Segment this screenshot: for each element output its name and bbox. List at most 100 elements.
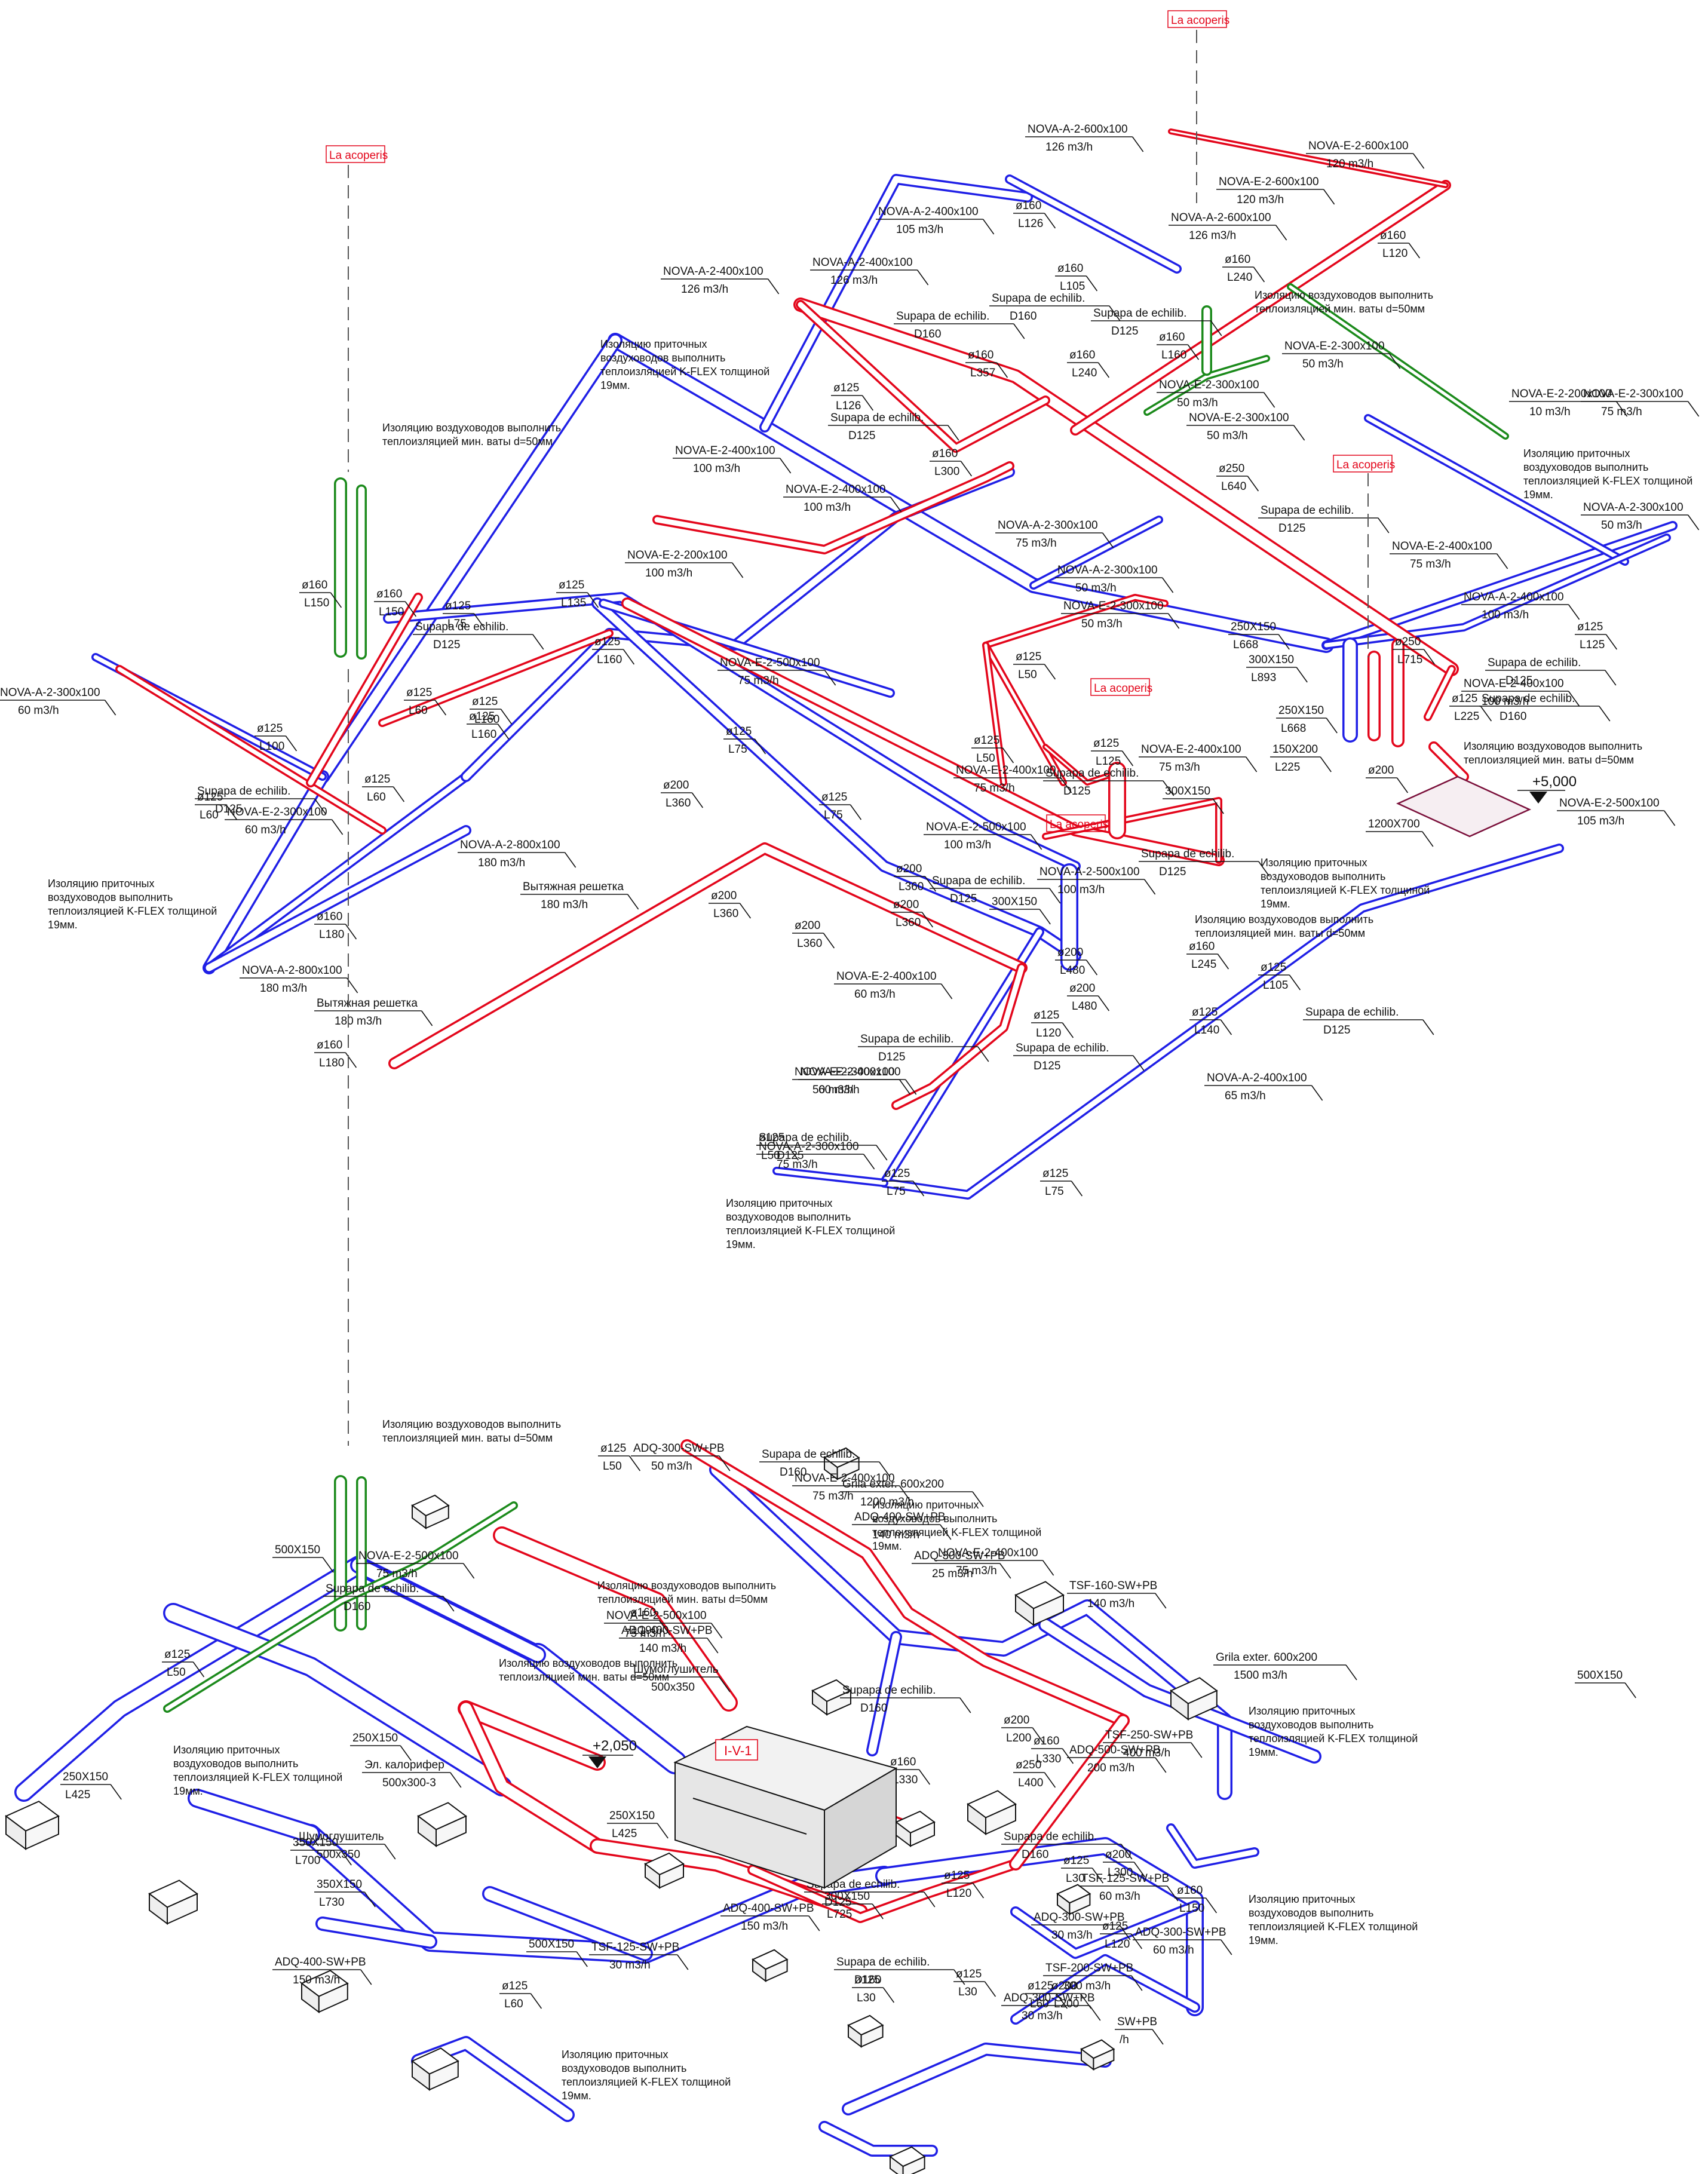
elevation-mark: +2,050: [582, 1738, 637, 1768]
label-subtitle: L30: [1066, 1872, 1085, 1885]
label-subtitle: L357: [970, 367, 995, 379]
duct-label: Supapa de echilib.D125: [1091, 307, 1222, 338]
label-title: 500X150: [275, 1544, 320, 1556]
duct-label: Supapa de echilib.D160: [840, 1684, 971, 1715]
label-title: TSF-125-SW+PB: [1081, 1872, 1169, 1885]
label-subtitle: L240: [1227, 271, 1252, 284]
label-title: ø125: [1261, 961, 1286, 974]
roof-marker-text: La acoperis: [1094, 682, 1152, 695]
label-title: ø160: [1189, 940, 1215, 953]
duct-label: Supapa de echilib.D160: [323, 1583, 455, 1613]
exhaust-duct: [493, 1526, 738, 1712]
air-handling-unit: I-V-1: [673, 1725, 898, 1889]
label-subtitle: D125: [1034, 1060, 1060, 1072]
label-subtitle: L180: [319, 1057, 344, 1069]
label-title: 1200X700: [1368, 818, 1420, 830]
label-subtitle: 126 m3/h: [830, 274, 878, 287]
label-subtitle: D125: [1505, 674, 1532, 687]
label-title: Grila exter. 600x200: [1216, 1651, 1317, 1664]
label-title: ø125: [559, 579, 584, 591]
air-diffuser-box: [300, 1970, 349, 2014]
label-title: Supapa de echilib.: [896, 310, 989, 323]
air-diffuser-box: [1014, 1581, 1065, 1626]
label-subtitle: D125: [215, 803, 242, 815]
insulation-note-line: Изоляцию приточных: [173, 1744, 280, 1756]
label-title: ø160: [630, 1606, 656, 1619]
label-title: TSF-125-SW+PB: [591, 1941, 679, 1954]
insulation-note-line: 19мм.: [1523, 489, 1553, 501]
duct-label: Supapa de echilib.D125: [930, 875, 1061, 905]
label-title: 250X150: [609, 1810, 655, 1822]
label-title: ø160: [1159, 331, 1185, 344]
insulation-note-line: теплоизляцией мин. ваты d=50мм: [382, 436, 553, 447]
label-title: ø200: [893, 899, 919, 911]
label-subtitle: 25 m3/h: [932, 1568, 973, 1580]
label-subtitle: D160: [860, 1702, 887, 1715]
outdoor-air-duct: [163, 1501, 518, 1713]
label-title: 250X150: [1231, 621, 1276, 633]
exhaust-duct: [891, 963, 1026, 1110]
label-subtitle: 60 m3/h: [1153, 1944, 1194, 1957]
label-subtitle: 10 m3/h: [1529, 406, 1571, 418]
insulation-note-line: 19мм.: [726, 1238, 756, 1250]
label-title: 300X150: [1165, 785, 1210, 798]
label-subtitle: L120: [1105, 1938, 1130, 1951]
label-subtitle: 100 m3/h: [1057, 884, 1105, 896]
label-subtitle: L30: [958, 1986, 977, 1998]
insulation-note-line: теплоизляцией мин. ваты d=50мм: [499, 1671, 669, 1683]
roof-marker-text: La acoperis: [1171, 14, 1229, 27]
elevation-mark: +5,000: [1517, 774, 1577, 804]
insulation-note-line: теплоизляцией мин. ваты d=50мм: [382, 1432, 553, 1444]
label-title: NOVA-E-2-300x100: [227, 806, 327, 818]
label-title: NOVA-E-2-400x100: [1392, 540, 1492, 553]
label-title: NOVA-E-2-400x100: [786, 483, 886, 496]
label-subtitle: 100 m3/h: [1482, 695, 1529, 708]
label-subtitle: 50 m3/h: [1075, 582, 1117, 594]
label-subtitle: L330: [893, 1774, 918, 1786]
silencer-box: [895, 1810, 936, 1847]
label-subtitle: 75 m3/h: [1159, 761, 1200, 774]
label-title: SW+PB: [1117, 2016, 1157, 2028]
label-title: NOVA-A-2-500x100: [1039, 866, 1140, 878]
duct-label: 500X150: [526, 1938, 588, 1967]
label-title: ADQ-400-SW+PB: [854, 1511, 946, 1523]
label-subtitle: L893: [1251, 671, 1276, 684]
label-subtitle: 75 m3/h: [1016, 537, 1057, 550]
exhaust-duct: [1428, 741, 1469, 782]
label-title: ø200: [1051, 1980, 1077, 1992]
label-subtitle: L225: [1275, 761, 1300, 774]
label-title: Supapa de echilib.: [762, 1448, 855, 1461]
roof-marker-text: La acoperis: [329, 149, 388, 162]
label-title: ADQ-400-SW+PB: [275, 1956, 366, 1968]
label-subtitle: D160: [1010, 310, 1037, 323]
equipment-layer: [5, 1447, 1218, 2174]
label-title: ø125: [197, 791, 223, 804]
label-subtitle: L240: [1072, 367, 1097, 379]
label-subtitle: L360: [797, 937, 822, 950]
duct-label: ADQ-400-SW+PB 140 m3/h: [852, 1511, 952, 1541]
exhaust-duct: [378, 629, 614, 727]
label-subtitle: 140 m3/h: [872, 1529, 919, 1541]
label-title: ø125: [472, 695, 498, 708]
label-subtitle: 200 m3/h: [1087, 1762, 1134, 1774]
